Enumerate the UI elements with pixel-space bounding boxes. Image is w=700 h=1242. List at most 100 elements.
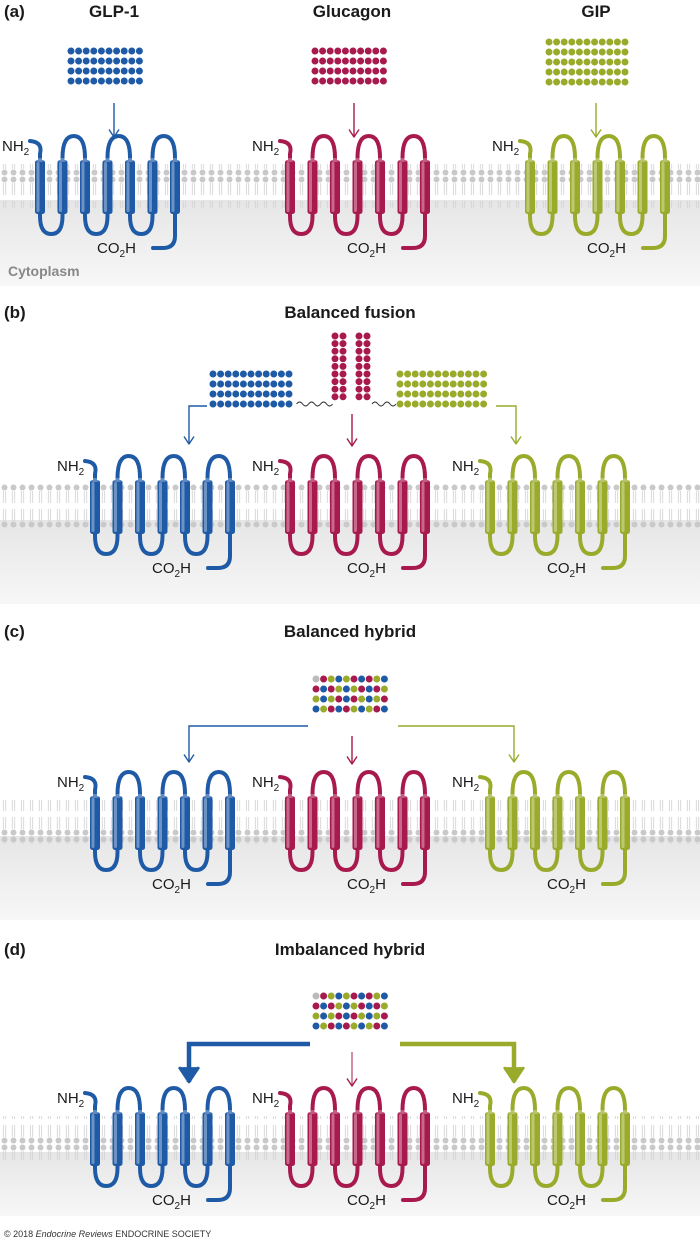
n-terminus-tail <box>518 139 533 162</box>
carboxy-label-text: CO <box>547 876 570 893</box>
amino-acid-bead <box>354 392 364 401</box>
amino-acid-bead <box>372 1001 381 1011</box>
amino-acid-bead <box>441 399 450 409</box>
amino-label-text: NH <box>57 1090 79 1107</box>
transmembrane-helix <box>57 158 68 214</box>
amino-acid-bead <box>471 369 481 379</box>
signal-arrow-glucagon <box>346 736 358 765</box>
copyright-symbol: © 2018 <box>4 1229 36 1239</box>
transmembrane-helix <box>507 794 518 850</box>
amino-terminus-label: NH2 <box>452 1090 480 1110</box>
transmembrane-helix <box>597 1110 608 1166</box>
amino-acid-bead <box>342 684 351 694</box>
n-terminus-tail <box>478 775 493 798</box>
amino-acid-bead <box>403 379 412 389</box>
transmembrane-helix <box>552 1110 563 1166</box>
amino-acid-bead <box>319 1001 328 1011</box>
n-terminus-tail <box>83 775 98 798</box>
c-terminus-tail <box>206 1164 232 1202</box>
transmembrane-helix <box>620 794 630 850</box>
amino-terminus-label: NH2 <box>57 1090 85 1110</box>
transmembrane-helix <box>135 1110 145 1166</box>
amino-acid-bead <box>127 46 136 56</box>
amino-acid-bead <box>441 369 450 379</box>
amino-acid-bead <box>567 77 576 87</box>
transmembrane-helix <box>102 158 113 214</box>
amino-acid-bead <box>464 389 473 399</box>
amino-label-subscript: 2 <box>24 147 30 158</box>
amino-acid-bead <box>311 991 321 1001</box>
amino-acid-bead <box>354 347 364 356</box>
panel-label: (a) <box>4 2 25 21</box>
amino-label-text: NH <box>452 774 474 791</box>
transmembrane-helix <box>352 158 363 214</box>
carboxy-label-text: CO <box>347 240 370 257</box>
amino-acid-bead <box>327 1021 336 1031</box>
transmembrane-helix <box>285 794 295 850</box>
amino-acid-bead <box>104 66 114 76</box>
carboxy-label-text: CO <box>97 240 120 257</box>
amino-acid-bead <box>330 347 340 356</box>
amino-acid-bead <box>216 399 225 409</box>
amino-acid-bead <box>364 56 373 66</box>
amino-acid-bead <box>479 399 488 409</box>
amino-acid-bead <box>613 67 622 77</box>
arrow-shaft <box>496 405 517 444</box>
amino-acid-bead <box>567 47 576 57</box>
amino-acid-bead <box>319 694 328 704</box>
amino-acid-bead <box>357 1001 366 1011</box>
amino-acid-bead <box>364 66 373 76</box>
amino-acid-bead <box>342 1011 351 1021</box>
amino-acid-bead <box>327 1001 336 1011</box>
amino-acid-bead <box>348 76 358 86</box>
signal-arrow-gip <box>496 405 522 445</box>
amino-acid-bead <box>552 47 561 57</box>
amino-acid-bead <box>411 399 420 409</box>
amino-acid-bead <box>372 991 381 1001</box>
amino-acid-bead <box>338 347 348 356</box>
arrow-shaft <box>188 725 308 762</box>
amino-acid-bead <box>97 56 106 66</box>
arrow-head <box>510 436 522 445</box>
amino-terminus-label: NH2 <box>57 458 85 478</box>
amino-acid-bead <box>364 46 373 56</box>
amino-acid-bead <box>334 704 343 714</box>
c-terminus-tail <box>206 532 232 570</box>
amino-acid-bead <box>338 392 348 401</box>
amino-acid-bead <box>254 389 263 399</box>
amino-label-subscript: 2 <box>274 1099 280 1110</box>
amino-acid-bead <box>349 991 359 1001</box>
amino-acid-bead <box>471 379 481 389</box>
amino-acid-bead <box>380 694 389 704</box>
amino-acid-bead <box>342 704 351 714</box>
amino-acid-bead <box>135 76 144 86</box>
amino-acid-bead <box>224 399 233 409</box>
amino-acid-bead <box>330 331 340 341</box>
cytoplasm-region <box>0 200 700 286</box>
transmembrane-helix <box>352 794 363 850</box>
amino-acid-bead <box>544 67 554 77</box>
receptor-loops <box>93 453 232 557</box>
carboxy-label-suffix: H <box>180 1192 191 1209</box>
amino-acid-bead <box>395 369 405 379</box>
receptor-loops <box>528 133 667 237</box>
receptor-loops <box>488 453 627 557</box>
amino-acid-bead <box>364 76 373 86</box>
amino-acid-bead <box>269 399 278 409</box>
amino-acid-bead <box>371 56 380 66</box>
transmembrane-helix <box>530 1110 540 1166</box>
amino-acid-bead <box>356 46 365 56</box>
amino-acid-bead <box>66 46 76 56</box>
amino-acid-bead <box>605 67 614 77</box>
amino-acid-bead <box>342 1021 351 1031</box>
amino-acid-bead <box>127 56 136 66</box>
transmembrane-helix <box>330 158 340 214</box>
transmembrane-helix <box>620 1110 630 1166</box>
c-terminus-tail <box>401 1164 427 1202</box>
amino-acid-bead <box>464 379 473 389</box>
